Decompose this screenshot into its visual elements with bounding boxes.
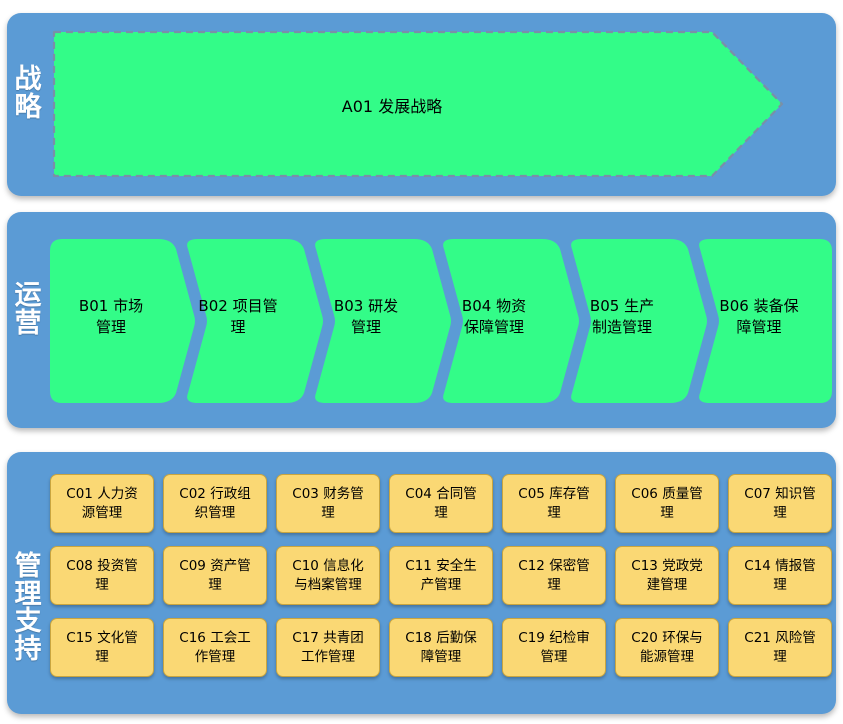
support-cell-c11[interactable]: C11 安全生产管理	[389, 546, 493, 605]
support-cell-c04[interactable]: C04 合同管理	[389, 474, 493, 533]
operations-chevron-b06[interactable]: B06 装备保障管理	[688, 237, 836, 405]
strategy-band-label: 战略	[14, 64, 42, 123]
support-cell-c09[interactable]: C09 资产管理	[163, 546, 267, 605]
support-cell-c10[interactable]: C10 信息化与档案管理	[276, 546, 380, 605]
support-cell-c06[interactable]: C06 质量管理	[615, 474, 719, 533]
support-cell-c18[interactable]: C18 后勤保障管理	[389, 618, 493, 677]
support-cell-c14[interactable]: C14 情报管理	[728, 546, 832, 605]
support-cell-c12[interactable]: C12 保密管理	[502, 546, 606, 605]
operations-chevron-b05[interactable]: B05 生产制造管理	[560, 237, 708, 405]
support-cell-c13[interactable]: C13 党政党建管理	[615, 546, 719, 605]
support-cell-c03[interactable]: C03 财务管理	[276, 474, 380, 533]
support-cell-c15[interactable]: C15 文化管理	[50, 618, 154, 677]
strategy-arrow[interactable]	[52, 30, 784, 178]
support-cell-c01[interactable]: C01 人力资源管理	[50, 474, 154, 533]
operations-chevron-row: B01 市场管理 B02 项目管理 B03 研发管理 B04 物资保障管理	[48, 237, 832, 405]
operations-chevron-b02[interactable]: B02 项目管理	[176, 237, 324, 405]
support-cell-c16[interactable]: C16 工会工作管理	[163, 618, 267, 677]
operations-band-label: 运营	[14, 280, 42, 339]
operations-chevron-b03[interactable]: B03 研发管理	[304, 237, 452, 405]
support-cell-c05[interactable]: C05 库存管理	[502, 474, 606, 533]
support-band-label: 管理支持	[14, 551, 42, 665]
support-cell-c07[interactable]: C07 知识管理	[728, 474, 832, 533]
operations-chevron-b04[interactable]: B04 物资保障管理	[432, 237, 580, 405]
support-cell-c19[interactable]: C19 纪检审管理	[502, 618, 606, 677]
support-cell-c02[interactable]: C02 行政组织管理	[163, 474, 267, 533]
support-cell-c08[interactable]: C08 投资管理	[50, 546, 154, 605]
operations-chevron-b01[interactable]: B01 市场管理	[48, 237, 196, 405]
support-process-grid: C01 人力资源管理 C02 行政组织管理 C03 财务管理 C04 合同管理 …	[50, 474, 832, 694]
support-cell-c20[interactable]: C20 环保与能源管理	[615, 618, 719, 677]
support-cell-c17[interactable]: C17 共青团工作管理	[276, 618, 380, 677]
support-cell-c21[interactable]: C21 风险管理	[728, 618, 832, 677]
